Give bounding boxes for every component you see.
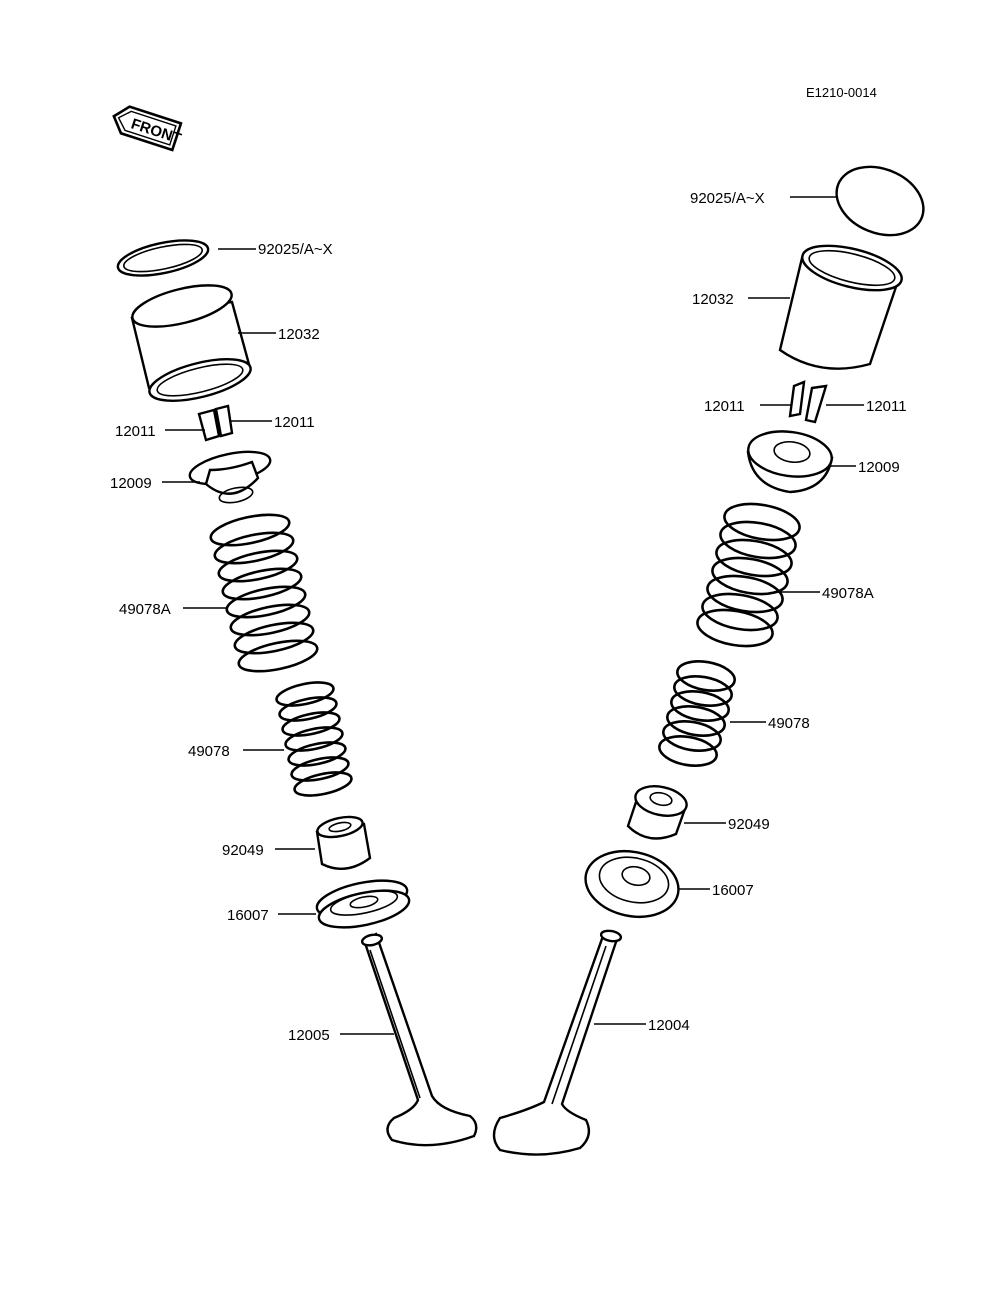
left-seat-label: 16007 [227,907,269,924]
left-spring-retainer [188,450,272,504]
right-valve [492,929,623,1156]
right-inner-valve-spring [658,660,736,767]
diagram-code: E1210-0014 [806,85,877,100]
right-valve-stem-seal [626,785,688,840]
left-spring-seat [315,879,411,929]
left-valve-label: 12005 [288,1027,330,1044]
left-shim-label: 92025/A~X [258,241,333,258]
right-spring-seat [584,850,680,918]
left-valve-stem-seal [315,815,372,870]
left-seal-label: 92049 [222,842,264,859]
left-outer-valve-spring [209,513,319,673]
right-valve-keepers [788,380,828,424]
right-shim [835,165,925,237]
left-valve [360,932,478,1147]
right-spring-retainer [746,430,834,494]
right-outer-valve-spring [696,502,801,648]
right-keeper-label-a: 12011 [704,398,745,415]
left-tappet [130,284,252,402]
right-tappet [778,244,903,370]
right-seal-label: 92049 [728,816,770,833]
right-inner-spring-label: 49078 [768,715,810,732]
right-retainer-label: 12009 [858,459,900,476]
front-arrow-badge: FRONT [112,105,183,152]
right-valve-label: 12004 [648,1017,690,1034]
left-outer-spring-label: 49078A [119,601,171,618]
right-seat-label: 16007 [712,882,754,899]
right-outer-spring-label: 49078A [822,585,874,602]
left-keeper-label-b: 12011 [274,414,315,431]
left-inner-spring-label: 49078 [188,743,230,760]
right-keeper-label-b: 12011 [866,398,907,415]
left-shim [116,239,210,277]
right-shim-label: 92025/A~X [690,190,765,207]
left-tappet-label: 12032 [278,326,320,343]
right-tappet-label: 12032 [692,291,734,308]
left-retainer-label: 12009 [110,475,152,492]
left-inner-valve-spring [275,681,353,797]
left-keeper-label-a: 12011 [115,423,156,440]
left-valve-keepers [197,404,234,442]
